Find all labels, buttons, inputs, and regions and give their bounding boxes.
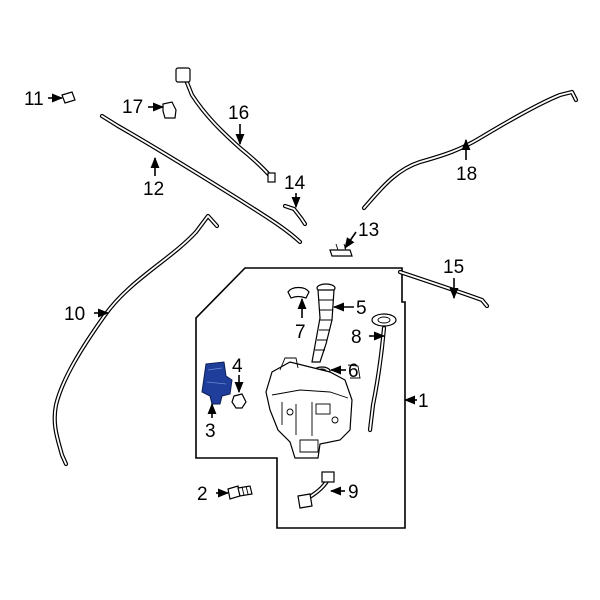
part-16-washer-hose (175, 67, 276, 183)
part-14-hose (282, 203, 308, 227)
callout-4: 4 (232, 356, 243, 377)
part-2-bolt (227, 485, 253, 500)
callout-14: 14 (284, 173, 306, 194)
callout-9: 9 (348, 482, 359, 503)
part-7-clip (287, 286, 310, 299)
callout-12: 12 (143, 179, 164, 200)
part-5-filler-neck (311, 283, 336, 363)
callout-16: 16 (228, 103, 249, 124)
part-8-level-gauge (367, 313, 397, 433)
callout-3: 3 (205, 421, 216, 442)
callout-5: 5 (356, 298, 367, 319)
part-10-washer-hose (52, 213, 220, 467)
part-18-rear-washer-hose (361, 89, 579, 211)
part-3-washer-pump (201, 361, 233, 405)
part-11-hose-connector (61, 91, 76, 104)
callout-15: 15 (443, 257, 464, 278)
callout-13: 13 (358, 220, 379, 241)
part-13-hose-joint (329, 243, 353, 257)
part-15-hose (397, 269, 490, 309)
part-1-washer-reservoir (265, 357, 361, 459)
callout-2: 2 (197, 484, 208, 505)
callout-11: 11 (24, 89, 44, 110)
callout-18: 18 (456, 164, 477, 185)
part-4-pump-grommet (231, 393, 247, 409)
callout-10: 10 (64, 304, 85, 325)
callout-6: 6 (348, 361, 359, 382)
part-9-wiring-harness (297, 471, 335, 509)
callout-8: 8 (351, 327, 362, 348)
callout-1: 1 (418, 391, 429, 412)
callout-17: 17 (122, 97, 143, 118)
part-17-grommet (162, 101, 177, 119)
reservoir-group-outline (195, 267, 406, 529)
part-12-washer-hose (99, 113, 303, 245)
callout-7: 7 (295, 322, 306, 343)
